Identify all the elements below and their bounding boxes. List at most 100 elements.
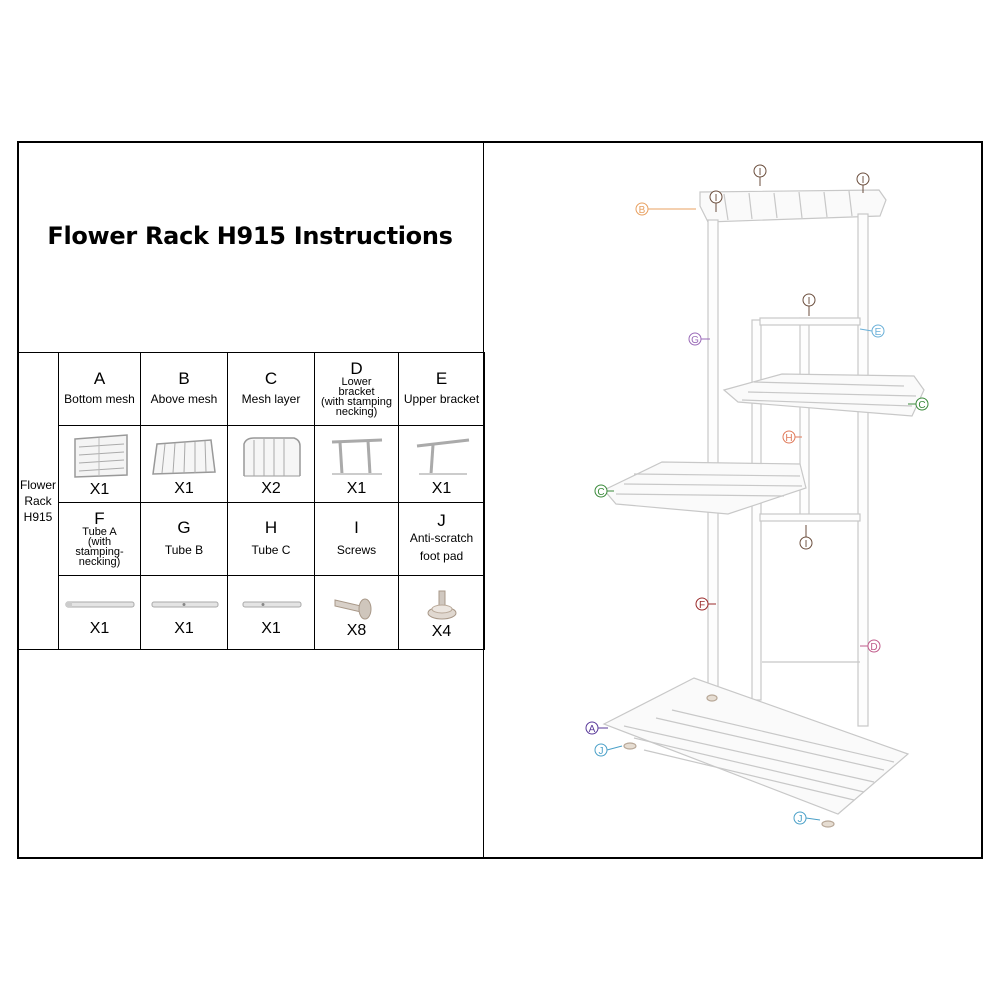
callout-label: H bbox=[785, 433, 792, 444]
part-name-line2: bracket bbox=[338, 385, 375, 398]
part-name: Tube B bbox=[164, 543, 204, 557]
parts-table: Flower Rack H915 A Bottom mesh B Above mes… bbox=[17, 352, 485, 650]
callout-label: C bbox=[918, 400, 925, 411]
tube-a-icon bbox=[65, 601, 134, 608]
mesh-layer-icon bbox=[243, 436, 301, 476]
part-name-line2: (with bbox=[87, 535, 112, 548]
callout-label: I bbox=[715, 193, 718, 204]
part-qty: X1 bbox=[174, 620, 194, 637]
part-name-line3: (with stamping bbox=[321, 395, 392, 408]
callout-j-left: J bbox=[594, 743, 623, 757]
screw-icon bbox=[334, 598, 371, 620]
part-name-line1: Tube A bbox=[82, 525, 117, 538]
part-name: Above mesh bbox=[150, 392, 218, 406]
part-e-image: X1 bbox=[398, 425, 485, 503]
part-i-header: I Screws bbox=[314, 502, 399, 576]
part-letter: I bbox=[354, 518, 359, 537]
rack-structure bbox=[602, 189, 925, 828]
part-b-image: X1 bbox=[140, 425, 228, 503]
callout-label: I bbox=[805, 539, 808, 550]
bottom-mesh-icon bbox=[73, 433, 128, 478]
part-qty: X8 bbox=[346, 622, 367, 639]
callout-i-top-right: I bbox=[856, 172, 870, 193]
callout-b: B bbox=[635, 202, 696, 216]
product-label-line2: Rack bbox=[24, 494, 52, 508]
part-letter: A bbox=[93, 369, 106, 388]
part-name-line1: Anti-scratch bbox=[409, 530, 474, 545]
callout-g: G bbox=[688, 332, 710, 346]
callout-label: G bbox=[691, 335, 699, 346]
callout-label: I bbox=[759, 167, 762, 178]
part-name-line4: necking) bbox=[78, 555, 121, 568]
callout-i-middle: I bbox=[802, 293, 816, 316]
part-i-image: X8 bbox=[314, 575, 399, 650]
part-letter: B bbox=[178, 369, 190, 388]
callout-label: D bbox=[870, 642, 877, 653]
callout-label: J bbox=[798, 814, 803, 825]
part-name: Tube C bbox=[251, 543, 291, 557]
callout-c-right: C bbox=[908, 397, 929, 411]
part-letter: G bbox=[177, 518, 191, 537]
part-h-image: X1 bbox=[227, 575, 315, 650]
part-g-header: G Tube B bbox=[140, 502, 228, 576]
part-b-header: B Above mesh bbox=[140, 352, 228, 426]
part-c-image: X2 bbox=[227, 425, 315, 503]
above-mesh-icon bbox=[152, 438, 216, 475]
part-qty: X1 bbox=[261, 620, 281, 637]
part-e-header: E Upper bracket bbox=[398, 352, 485, 426]
part-name-line3: stamping- bbox=[75, 545, 124, 558]
part-qty: X1 bbox=[174, 479, 194, 497]
product-label-line3: H915 bbox=[23, 510, 53, 524]
part-c-header: C Mesh layer bbox=[227, 352, 315, 426]
part-letter: J bbox=[437, 510, 446, 530]
part-name: Mesh layer bbox=[241, 392, 301, 406]
callout-d: D bbox=[860, 639, 881, 653]
callout-label: F bbox=[699, 600, 705, 611]
part-qty: X1 bbox=[89, 480, 110, 498]
callout-i-lower: I bbox=[799, 525, 813, 550]
callout-c-left: C bbox=[594, 484, 614, 498]
part-letter: F bbox=[94, 508, 105, 528]
callout-label: J bbox=[599, 746, 604, 757]
callout-label: I bbox=[808, 296, 811, 307]
part-h-header: H Tube C bbox=[227, 502, 315, 576]
part-f-header: F Tube A (with stamping- necking) bbox=[58, 502, 141, 576]
part-letter: D bbox=[350, 358, 363, 378]
tube-c-icon bbox=[242, 601, 302, 608]
part-j-image: X4 bbox=[398, 575, 485, 650]
callout-label: C bbox=[597, 487, 604, 498]
rack-assembly-diagram: I I I I I B E G C H C F bbox=[585, 164, 929, 828]
part-name: Upper bracket bbox=[403, 392, 480, 406]
part-name-line1: Lower bbox=[341, 375, 372, 388]
product-label: Flower Rack H915 bbox=[17, 352, 59, 650]
callout-h: H bbox=[782, 430, 802, 444]
lower-bracket-icon bbox=[331, 438, 382, 475]
callout-i-top-left: I bbox=[709, 190, 723, 212]
part-letter: E bbox=[435, 369, 448, 388]
part-d-image: X1 bbox=[314, 425, 399, 503]
callout-f: F bbox=[695, 597, 716, 611]
callout-a: A bbox=[585, 721, 608, 735]
part-a-image: X1 bbox=[58, 425, 141, 503]
part-g-image: X1 bbox=[140, 575, 228, 650]
part-name: Screws bbox=[336, 543, 377, 557]
callout-label: I bbox=[862, 175, 865, 186]
part-a-header: A Bottom mesh bbox=[58, 352, 141, 426]
part-f-image: X1 bbox=[58, 575, 141, 650]
tube-b-icon bbox=[151, 601, 219, 608]
part-qty: X4 bbox=[431, 623, 452, 640]
callout-label: A bbox=[589, 724, 596, 735]
part-d-header: D Lower bracket (with stamping necking) bbox=[314, 352, 399, 426]
part-qty: X1 bbox=[346, 479, 367, 497]
part-letter: H bbox=[264, 518, 278, 537]
part-name: Bottom mesh bbox=[64, 392, 135, 406]
part-qty: X1 bbox=[89, 620, 110, 637]
part-letter: C bbox=[264, 369, 278, 388]
page-title: Flower Rack H915 Instructions bbox=[47, 222, 453, 250]
callout-label: E bbox=[875, 327, 882, 338]
callout-j-right: J bbox=[793, 811, 821, 825]
foot-pad-icon bbox=[427, 590, 456, 620]
part-j-header: J Anti-scratch foot pad bbox=[398, 502, 485, 576]
upper-bracket-icon bbox=[416, 438, 469, 475]
callout-e: E bbox=[859, 324, 885, 338]
